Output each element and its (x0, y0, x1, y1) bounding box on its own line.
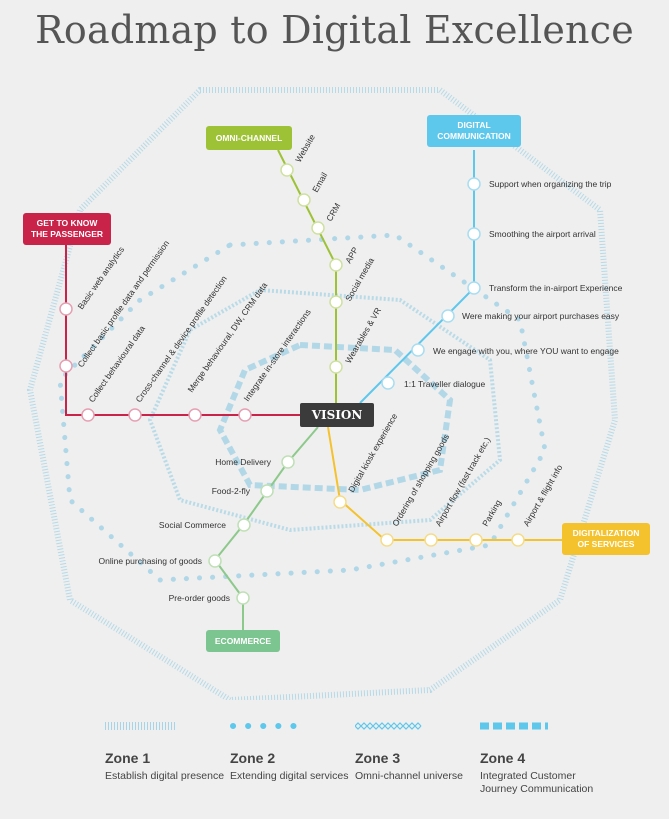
omni-channel-box: OMNI-CHANNEL (206, 126, 292, 150)
station-labels: Basic web analytics Collect basic profil… (75, 132, 622, 603)
station (81, 408, 95, 422)
station-label: Transform the in-airport Experience (489, 283, 623, 293)
station (424, 533, 438, 547)
zone-legend-3: Zone 3 Omni-channel universe (354, 718, 475, 783)
station (441, 309, 455, 323)
station (467, 177, 481, 191)
get-to-know-passenger-box: GET TO KNOW THE PASSENGER (23, 213, 111, 245)
station-label: Food-2-fly (212, 486, 251, 496)
station-label: Support when organizing the trip (489, 179, 612, 189)
station (333, 495, 347, 509)
zone-title: Zone 2 (230, 750, 276, 766)
station-label: Online purchasing of goods (99, 556, 203, 566)
zone-title: Zone 4 (480, 750, 526, 766)
station (311, 221, 325, 235)
zone-legend-1: Zone 1 Establish digital presence (105, 718, 225, 783)
station (59, 302, 73, 316)
station (329, 360, 343, 374)
station (260, 484, 274, 498)
station-label: Home Delivery (215, 457, 271, 467)
station-label: Social Commerce (159, 520, 226, 530)
zone-4-pattern (480, 722, 548, 730)
station (467, 281, 481, 295)
station-label: Wearables & VR (343, 306, 383, 365)
station (188, 408, 202, 422)
station (329, 258, 343, 272)
station-label: APP (343, 245, 360, 265)
station-label: Cross-channel & device profile detection (133, 274, 229, 405)
passenger-line (65, 245, 300, 416)
station (380, 533, 394, 547)
station-label: Email (310, 170, 329, 194)
station (128, 408, 142, 422)
zone-desc: Integrated Customer Journey Communicatio… (480, 770, 594, 795)
zone-1-pattern (105, 722, 175, 730)
station-label: Parking (480, 498, 503, 528)
station-label: 1:1 Traveller dialogue (404, 379, 486, 389)
zone-title: Zone 1 (105, 750, 151, 766)
ecommerce-box: ECOMMERCE (206, 630, 280, 652)
station (329, 295, 343, 309)
station (59, 359, 73, 373)
station-label: Integrate in-store interactions (241, 307, 312, 403)
digitalization-of-services-box: DIGITALIZATION OF SERVICES (562, 523, 650, 555)
station (238, 408, 252, 422)
station (467, 227, 481, 241)
station (236, 591, 250, 605)
station (281, 455, 295, 469)
vision-hub: VISION (300, 403, 374, 427)
zone-1-ring (26, 87, 619, 700)
station (411, 343, 425, 357)
station (297, 193, 311, 207)
digital-communication-box: DIGITAL COMMUNICATION (427, 115, 521, 147)
station-label: CRM (324, 201, 342, 223)
zone-rings (26, 87, 619, 700)
metro-map: Basic web analytics Collect basic profil… (26, 87, 623, 700)
station-label: Website (293, 132, 317, 164)
zone-desc: Establish digital presence (105, 770, 225, 782)
page-title: Roadmap to Digital Excellence (35, 8, 634, 52)
station-label: We engage with you, where YOU want to en… (433, 346, 619, 356)
zone-legend-4: Zone 4 Integrated Customer Journey Commu… (480, 718, 600, 796)
station (237, 518, 251, 532)
station-label: Smoothing the airport arrival (489, 229, 596, 239)
zone-2-pattern (230, 723, 305, 729)
comm-line (359, 150, 475, 404)
zone-desc: Omni-channel universe (355, 770, 463, 782)
station-label: Were making your airport purchases easy (462, 311, 620, 321)
station (469, 533, 483, 547)
station-label: Airport & flight info (521, 463, 565, 528)
zone-legend-2: Zone 2 Extending digital services (230, 718, 350, 783)
station (280, 163, 294, 177)
station (208, 554, 222, 568)
zone-3-pattern (354, 722, 422, 730)
omni-line (277, 149, 337, 403)
station-label: Pre-order goods (169, 593, 230, 603)
zone-desc: Extending digital services (230, 770, 349, 782)
stations (59, 163, 525, 605)
zone-title: Zone 3 (355, 750, 401, 766)
station (381, 376, 395, 390)
station (511, 533, 525, 547)
